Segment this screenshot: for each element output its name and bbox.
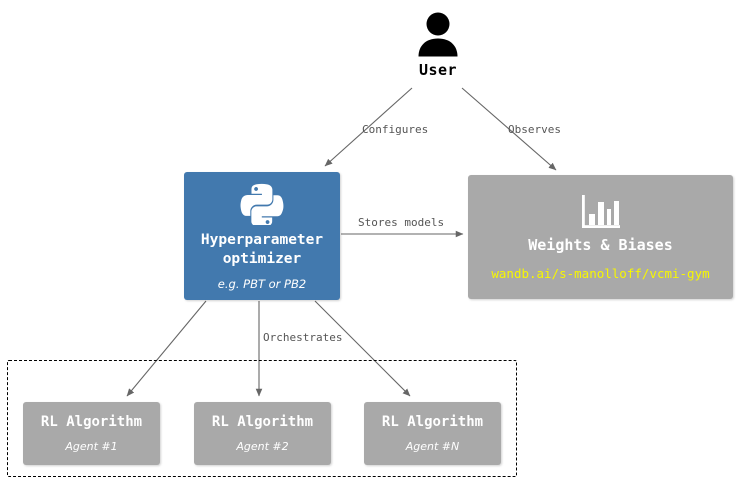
optimizer-title-line-2: optimizer [222, 250, 302, 267]
node-rl-algorithm-agent-1[interactable]: RL Algorithm Agent #1 [23, 402, 160, 465]
edge-label-observes: Observes [508, 123, 561, 136]
optimizer-subtitle: e.g. PBT or PB2 [217, 276, 307, 291]
agent-title: RL Algorithm [381, 414, 484, 431]
wandb-title: Weights & Biases [528, 236, 673, 255]
edge-label-stores-models: Stores models [358, 216, 445, 229]
python-logo-icon [240, 184, 284, 226]
node-rl-algorithm-agent-n[interactable]: RL Algorithm Agent #N [364, 402, 501, 465]
agent-title: RL Algorithm [211, 414, 314, 431]
agent-title: RL Algorithm [40, 414, 143, 431]
agent-subtitle: Agent #N [405, 439, 460, 453]
bar-chart-icon [581, 195, 620, 229]
node-user: User [388, 10, 488, 79]
node-hyperparameter-optimizer[interactable]: Hyperparameter optimizer e.g. PBT or PB2 [184, 172, 340, 300]
edge-label-orchestrates: Orchestrates [263, 331, 343, 344]
wandb-url-link[interactable]: wandb.ai/s-manolloff/vcmi-gym [491, 265, 710, 281]
optimizer-title: Hyperparameter optimizer [201, 231, 323, 267]
edge-label-configures: Configures [362, 123, 429, 136]
user-icon [418, 12, 458, 57]
node-rl-algorithm-agent-2[interactable]: RL Algorithm Agent #2 [194, 402, 331, 465]
agents-group-container [7, 360, 517, 477]
optimizer-title-line-1: Hyperparameter [200, 232, 324, 249]
agent-subtitle: Agent #1 [65, 439, 118, 453]
user-label: User [418, 61, 458, 79]
node-weights-and-biases[interactable]: Weights & Biases wandb.ai/s-manolloff/vc… [468, 175, 733, 299]
agent-subtitle: Agent #2 [236, 439, 289, 453]
